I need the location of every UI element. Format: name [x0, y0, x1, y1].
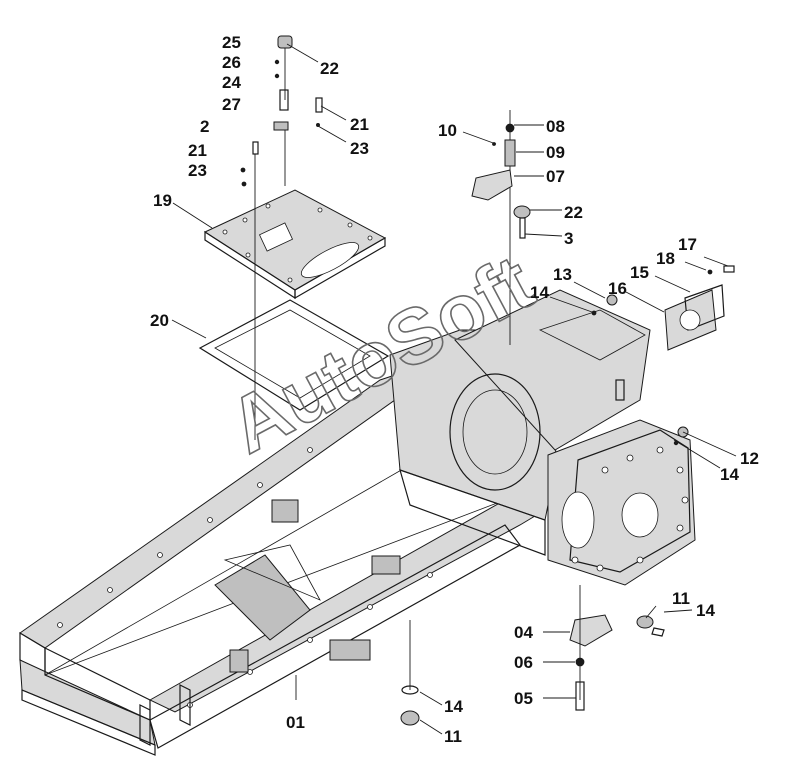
callout-11-right: 11 [672, 589, 690, 608]
callout-2: 2 [200, 117, 209, 136]
callout-21-left: 21 [188, 141, 207, 160]
callout-20: 20 [150, 311, 169, 330]
callout-21-right: 21 [350, 115, 369, 134]
callout-24: 24 [222, 73, 241, 92]
bottom-bracket-parts [400, 585, 665, 726]
shift-rod-parts [240, 35, 323, 440]
callout-15: 15 [630, 263, 649, 282]
callout-16: 16 [608, 279, 627, 298]
callout-14-upper: 14 [530, 283, 549, 302]
callout-3: 3 [564, 229, 573, 248]
callout-10: 10 [438, 121, 457, 140]
callout-23-left: 23 [188, 161, 207, 180]
callout-09: 09 [546, 143, 565, 162]
callout-18: 18 [656, 249, 675, 268]
callout-04: 04 [514, 623, 533, 642]
callout-13: 13 [553, 265, 572, 284]
callout-27: 27 [222, 95, 241, 114]
shift-fork-assembly [471, 110, 531, 345]
leader-lines [171, 43, 737, 735]
callout-12: 12 [740, 449, 759, 468]
callout-01: 01 [286, 713, 305, 732]
callout-14-bottom: 14 [444, 697, 463, 716]
callout-26: 26 [222, 53, 241, 72]
callout-08: 08 [546, 117, 565, 136]
side-cover-parts [591, 265, 735, 446]
top-cover-plate [203, 189, 387, 300]
callout-14-right: 14 [720, 465, 739, 484]
frame-chassis [19, 289, 696, 756]
callout-22-top: 22 [320, 59, 339, 78]
callout-07: 07 [546, 167, 565, 186]
callout-22-mid: 22 [564, 203, 583, 222]
callout-17: 17 [678, 235, 697, 254]
gasket [198, 299, 390, 411]
callout-05: 05 [514, 689, 533, 708]
callout-23-right: 23 [350, 139, 369, 158]
callout-11-bottom: 11 [444, 727, 462, 746]
callout-25: 25 [222, 33, 241, 52]
callout-19: 19 [153, 191, 172, 210]
callout-06: 06 [514, 653, 533, 672]
callout-labels: 25 22 26 24 27 21 2 23 21 23 19 10 08 09… [150, 33, 759, 746]
callout-14-lower-right: 14 [696, 601, 715, 620]
